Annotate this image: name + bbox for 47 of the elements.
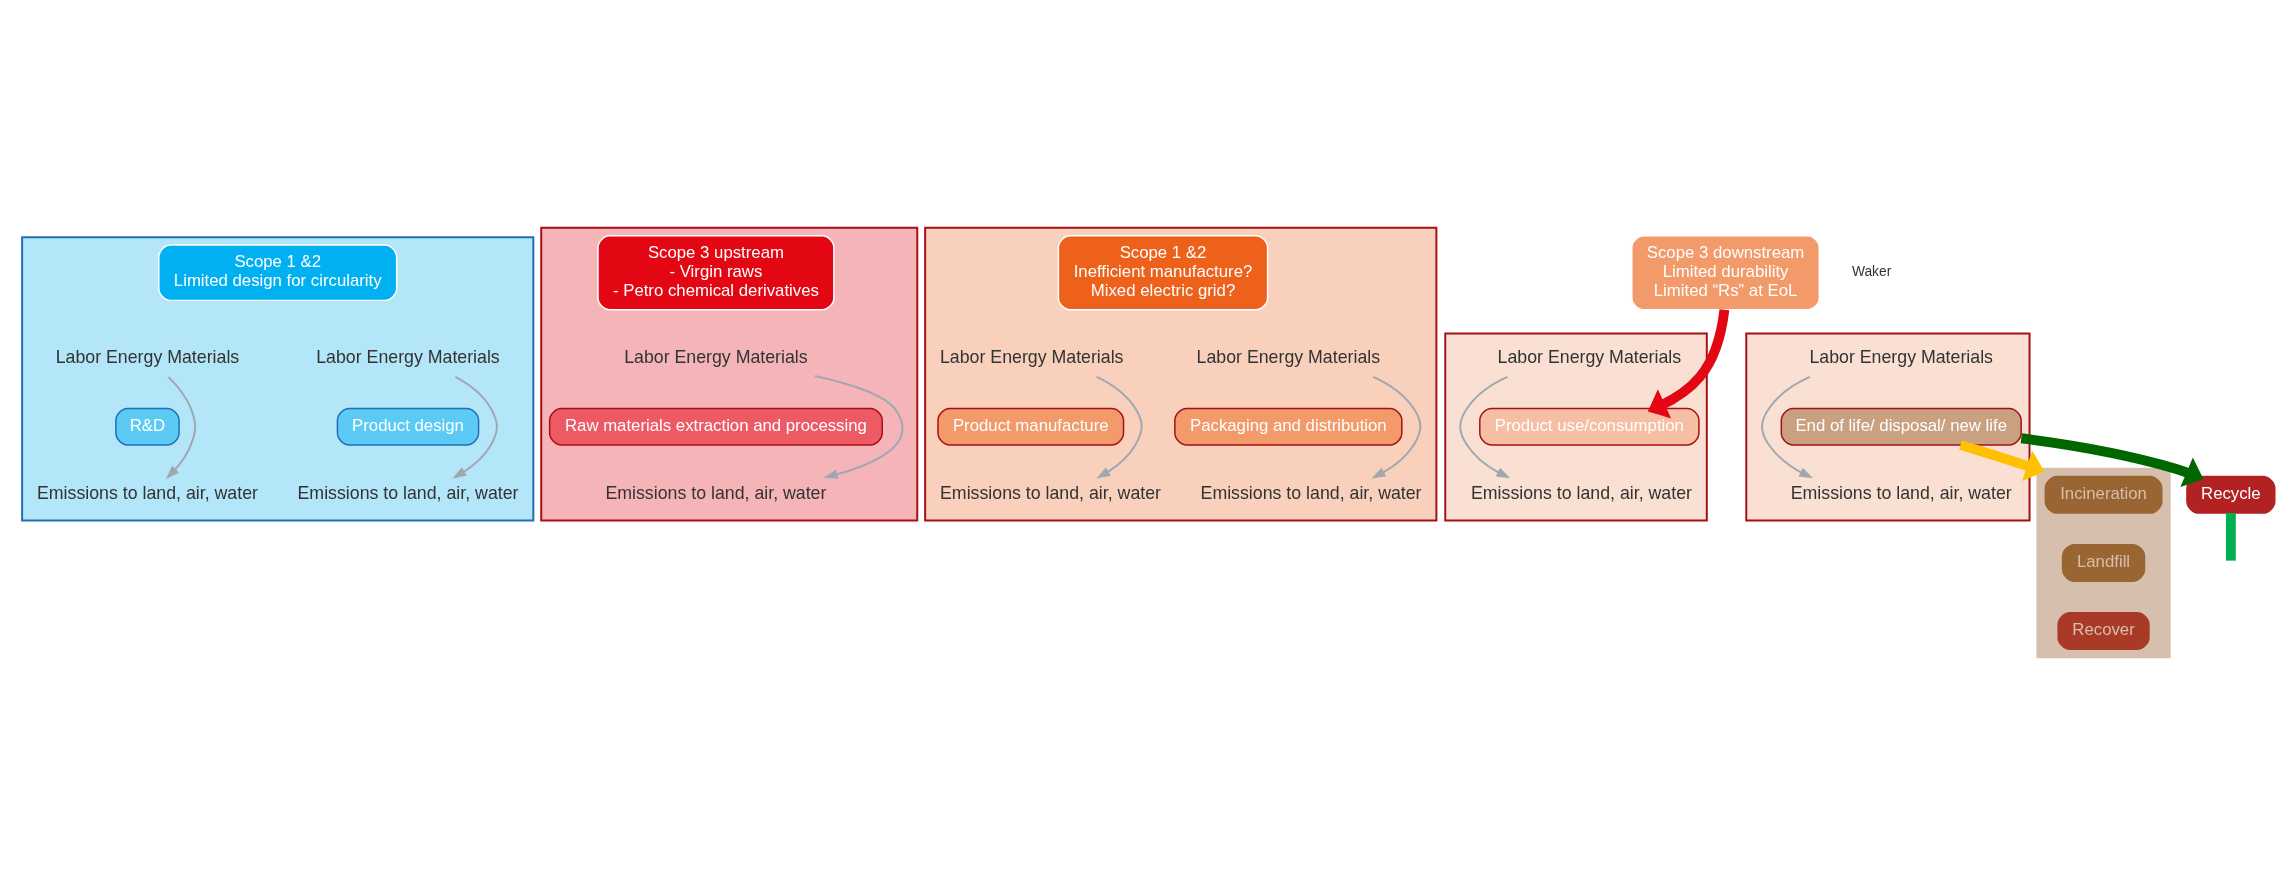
cluster xyxy=(924,226,1438,522)
cluster xyxy=(540,226,919,522)
node-text: Emissions to land, air, water xyxy=(605,483,827,504)
arrow xyxy=(1761,375,1814,479)
node-box: Raw materials extraction and processing xyxy=(548,407,883,446)
node-box: End of life/ disposal/ new life xyxy=(1780,407,2022,446)
arrow xyxy=(1459,375,1511,479)
node-text: Emissions to land, air, water xyxy=(940,483,1161,504)
arrow xyxy=(1371,375,1422,479)
node-box: Scope 3 upstream - Virgin raws - Petro chemical derivatives xyxy=(597,235,835,311)
arrow xyxy=(1647,309,1730,419)
arrow xyxy=(2020,433,2204,488)
node-box: Product design xyxy=(336,407,480,446)
node-box: Packaging and distribution xyxy=(1174,407,1403,446)
node-box: Recycle xyxy=(2186,475,2276,514)
node-box: Landfill xyxy=(2061,543,2146,582)
arrow xyxy=(452,375,498,479)
node-text: Emissions to land, air, water xyxy=(1200,483,1422,504)
node-box: Product manufacture xyxy=(937,407,1125,446)
cluster xyxy=(21,236,535,522)
arrow xyxy=(1959,440,2045,482)
node-text: Emissions to land, air, water xyxy=(1790,483,2012,504)
node-text: Labor Energy Materials xyxy=(55,347,240,368)
node-text: Labor Energy Materials xyxy=(1809,347,1993,368)
arrow xyxy=(1095,375,1143,479)
node-text: Labor Energy Materials xyxy=(1497,347,1682,368)
node-text: Labor Energy Materials xyxy=(624,347,808,368)
node-box: Scope 3 downstream Limited durability Limited “Rs” at EoL xyxy=(1631,235,1821,311)
node-box: Incineration xyxy=(2044,475,2163,514)
node-text: Labor Energy Materials xyxy=(316,347,500,368)
cluster xyxy=(2036,467,2171,659)
arrow xyxy=(813,375,904,479)
node-box: Scope 1 &2 Limited design for circularity xyxy=(158,244,398,302)
node-text: Labor Energy Materials xyxy=(939,347,1124,368)
cluster xyxy=(1444,332,1708,522)
arrow xyxy=(165,376,197,480)
node-text: Emissions to land, air, water xyxy=(297,483,519,504)
node-text: Emissions to land, air, water xyxy=(36,483,258,504)
node-box: Recover xyxy=(2057,612,2150,650)
node-box: Scope 1 &2 Inefficient manufacture? Mixed electric grid? xyxy=(1057,235,1269,311)
node-text: Emissions to land, air, water xyxy=(1470,483,1692,504)
node-box: Product use/consumption xyxy=(1479,407,1700,446)
cluster xyxy=(1745,332,2031,522)
node-box: R&D xyxy=(115,407,180,446)
label: Waker xyxy=(1851,263,1892,280)
connector xyxy=(2225,513,2236,561)
node-text: Labor Energy Materials xyxy=(1196,347,1381,368)
